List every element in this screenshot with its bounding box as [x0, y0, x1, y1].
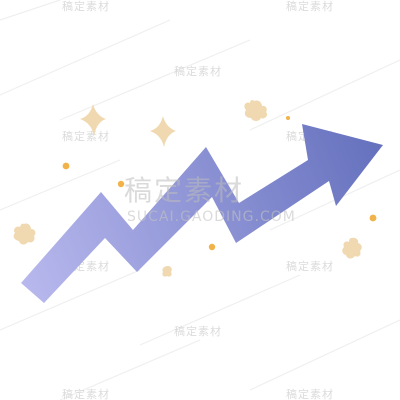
watermark-text: 稿定素材	[286, 259, 334, 273]
watermark-center: 稿定素材 SUCAI.GAODING.COM	[124, 174, 296, 225]
sparkle-icon	[150, 116, 176, 147]
watermark-url: SUCAI.GAODING.COM	[127, 209, 296, 225]
watermark-text: 稿定素材	[286, 0, 334, 13]
dot-icon	[286, 116, 290, 120]
dot-icon	[117, 180, 125, 188]
trend-arrow-icon	[21, 124, 383, 303]
watermark-text: 稿定素材	[286, 387, 334, 400]
sparkle-icon	[342, 237, 362, 259]
dot-icon	[208, 243, 216, 251]
watermark-text: 稿定素材	[62, 129, 110, 143]
watermark-text: 稿定素材	[62, 387, 110, 400]
watermark-text: 稿定素材	[174, 64, 222, 78]
dot-icon	[62, 162, 70, 170]
sparkle-icon	[80, 104, 106, 136]
watermark-brand: 稿定素材	[124, 174, 244, 207]
sparkles	[13, 99, 362, 277]
watermark-text: 稿定素材	[62, 0, 110, 13]
dots	[62, 116, 377, 251]
sparkle-icon	[244, 99, 268, 121]
dot-icon	[369, 214, 377, 222]
sparkle-icon	[13, 223, 36, 245]
sparkle-icon	[162, 266, 172, 277]
watermark-text: 稿定素材	[174, 324, 222, 338]
